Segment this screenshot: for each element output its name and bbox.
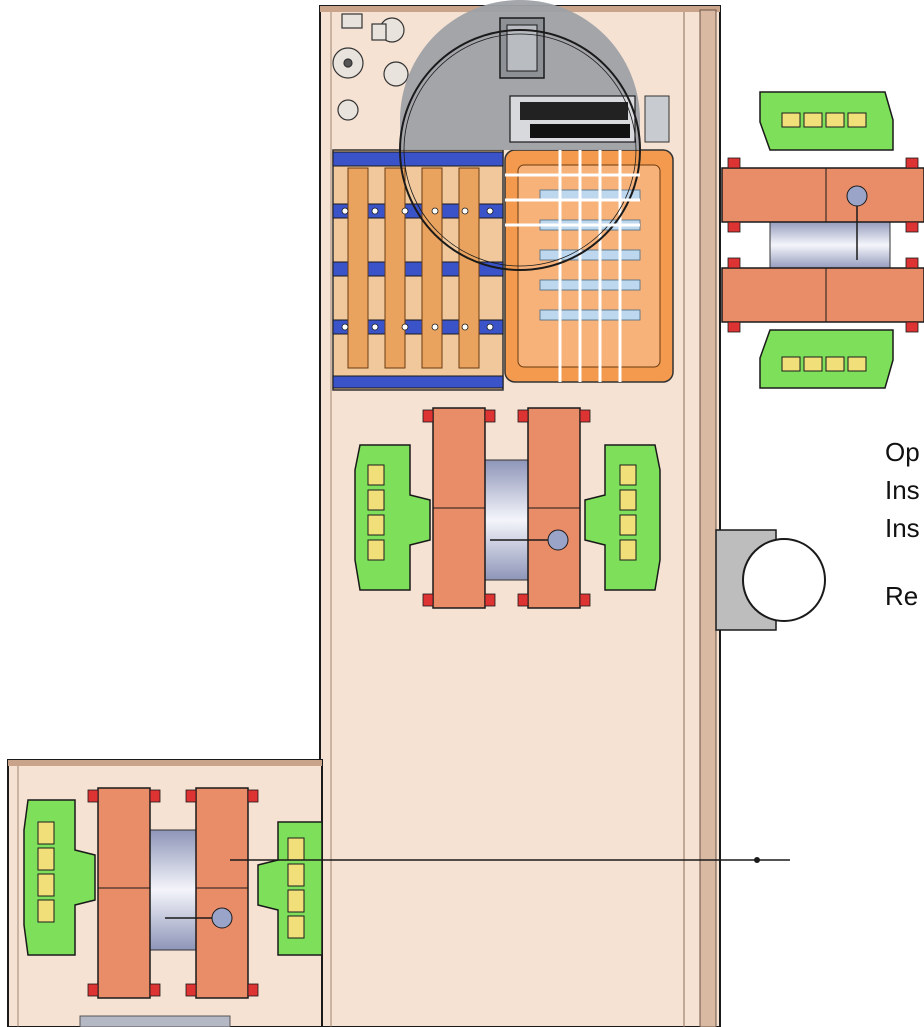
label-line-2: Ins [885, 475, 920, 505]
orange-tank [504, 149, 674, 383]
magnet-assembly-hall [354, 407, 661, 609]
label-line-1: Op [885, 437, 920, 467]
label-line-4: Re [885, 581, 919, 611]
blue-frame-structure [332, 149, 504, 391]
label-line-3: Ins [885, 513, 920, 543]
magnet-assembly-side [23, 787, 790, 999]
small-equipment [332, 13, 409, 121]
magnet-assembly-exterior [721, 91, 924, 389]
cryostat-circle [399, 0, 670, 271]
pipe-port [715, 529, 826, 631]
